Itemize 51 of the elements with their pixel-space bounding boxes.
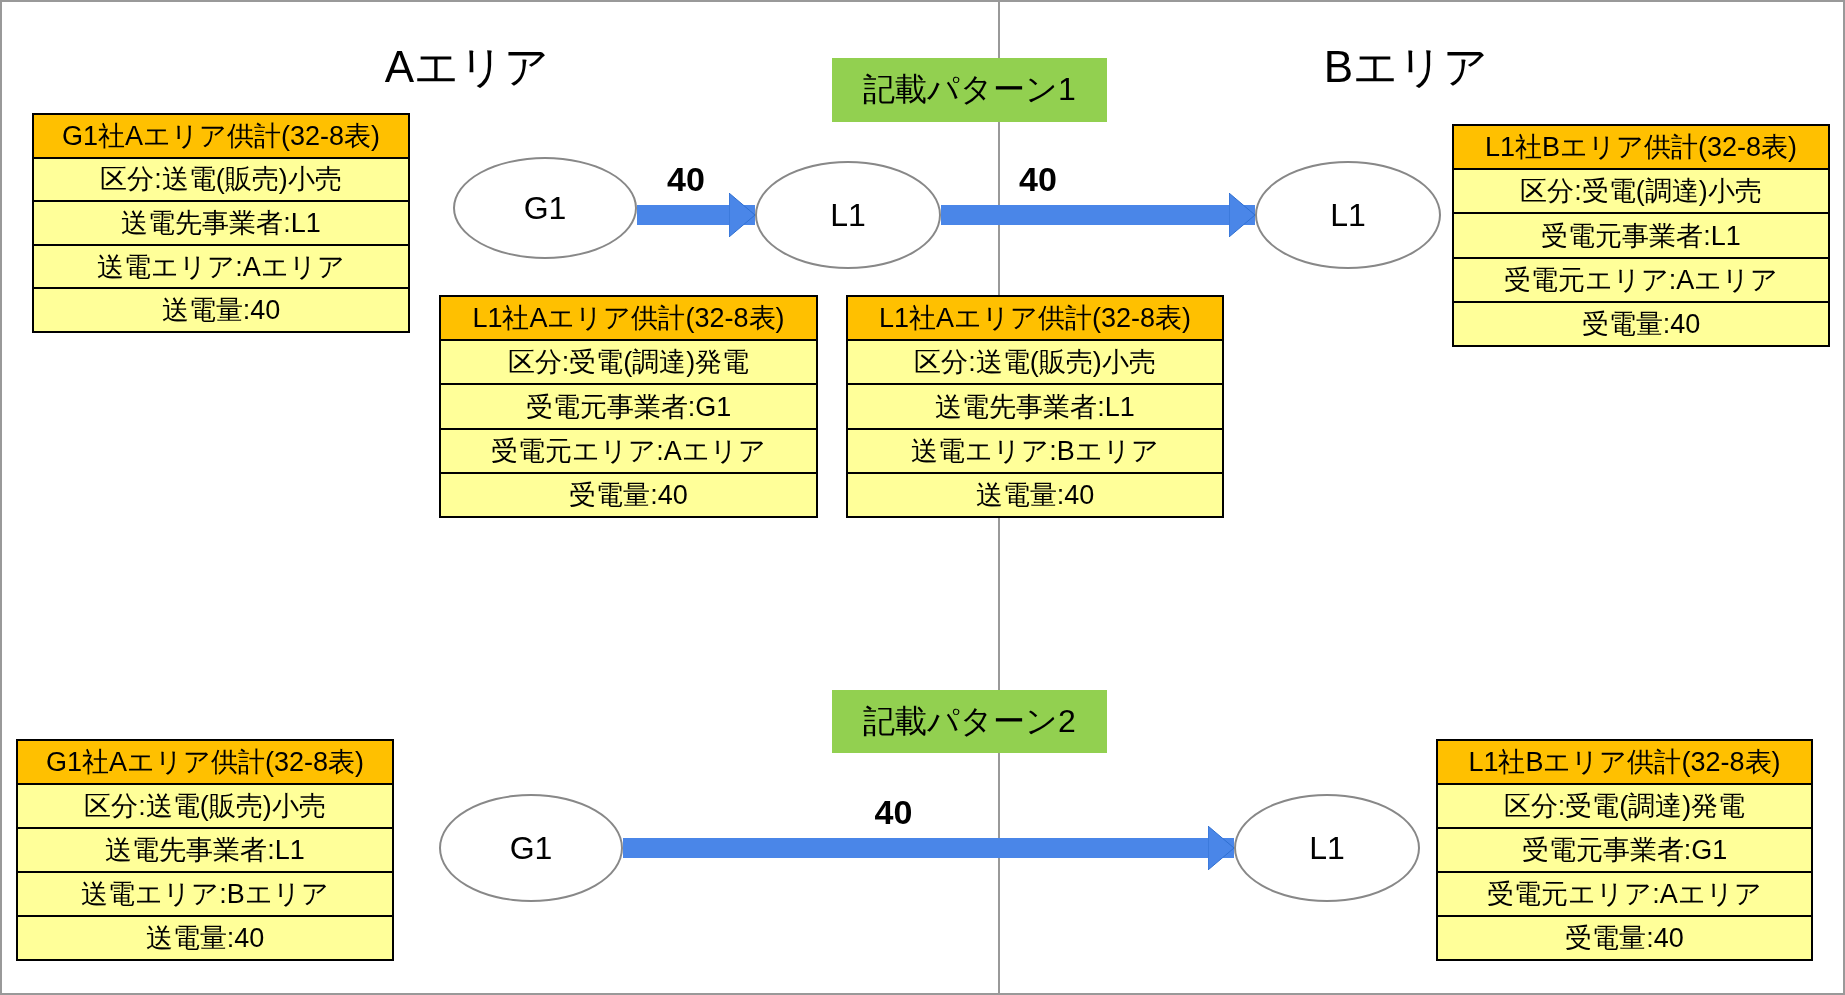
data-table [1452, 124, 1830, 347]
table-row: 送電先事業者:L1 [18, 827, 392, 871]
block-arrow [941, 192, 1256, 238]
area-heading: Bエリア [1323, 40, 1489, 93]
table-row: 受電量:40 [441, 471, 816, 516]
edge-label: 40 [874, 793, 913, 832]
pattern-label-box: 記載パターン2 [832, 690, 1107, 753]
block-arrow [637, 192, 756, 238]
edge-label: 40 [1019, 160, 1057, 199]
table-header: G1社Aエリア供計(32-8表) [18, 741, 392, 783]
table-row: 受電量:40 [1438, 915, 1811, 959]
table-row: 受電量:40 [1454, 300, 1828, 345]
table-header: L1社Bエリア供計(32-8表) [1438, 741, 1811, 783]
data-table [846, 295, 1224, 518]
pattern-label-box: 記載パターン1 [832, 58, 1107, 122]
table-row: 受電元事業者:G1 [1438, 827, 1811, 871]
table-row: 受電元事業者:G1 [441, 383, 816, 428]
table-row: 送電エリア:Aエリア [34, 243, 408, 288]
block-arrow [623, 825, 1235, 871]
table-row: 受電元事業者:L1 [1454, 212, 1828, 257]
ellipse-node: L1 [1234, 794, 1420, 902]
table-row: 送電量:40 [34, 287, 408, 331]
data-table [32, 113, 410, 333]
table-row: 受電元エリア:Aエリア [1438, 871, 1811, 915]
table-row: 区分:送電(販売)小売 [848, 339, 1222, 384]
area-heading: Aエリア [384, 40, 550, 93]
table-header: L1社Aエリア供計(32-8表) [441, 297, 816, 340]
table-header: L1社Aエリア供計(32-8表) [848, 297, 1222, 340]
table-row: 送電先事業者:L1 [848, 383, 1222, 428]
ellipse-node: L1 [1255, 161, 1441, 269]
table-row: 送電エリア:Bエリア [18, 871, 392, 915]
table-header: G1社Aエリア供計(32-8表) [34, 115, 408, 157]
table-row: 区分:受電(調達)発電 [1438, 783, 1811, 827]
data-table [439, 295, 818, 518]
table-row: 区分:送電(販売)小売 [18, 783, 392, 827]
table-row: 区分:受電(調達)小売 [1454, 168, 1828, 213]
table-row: 受電元エリア:Aエリア [1454, 256, 1828, 301]
table-header: L1社Bエリア供計(32-8表) [1454, 126, 1828, 169]
edge-label: 40 [667, 160, 705, 199]
table-row: 送電先事業者:L1 [34, 200, 408, 244]
ellipse-node: G1 [453, 157, 637, 259]
table-row: 区分:受電(調達)発電 [441, 339, 816, 384]
table-row: 送電エリア:Bエリア [848, 427, 1222, 472]
table-row: 受電元エリア:Aエリア [441, 427, 816, 472]
table-row: 送電量:40 [848, 471, 1222, 516]
table-row: 区分:送電(販売)小売 [34, 156, 408, 201]
data-table [1436, 739, 1813, 961]
table-row: 送電量:40 [18, 915, 392, 959]
data-table [16, 739, 394, 961]
ellipse-node: G1 [439, 794, 623, 902]
ellipse-node: L1 [755, 161, 941, 269]
